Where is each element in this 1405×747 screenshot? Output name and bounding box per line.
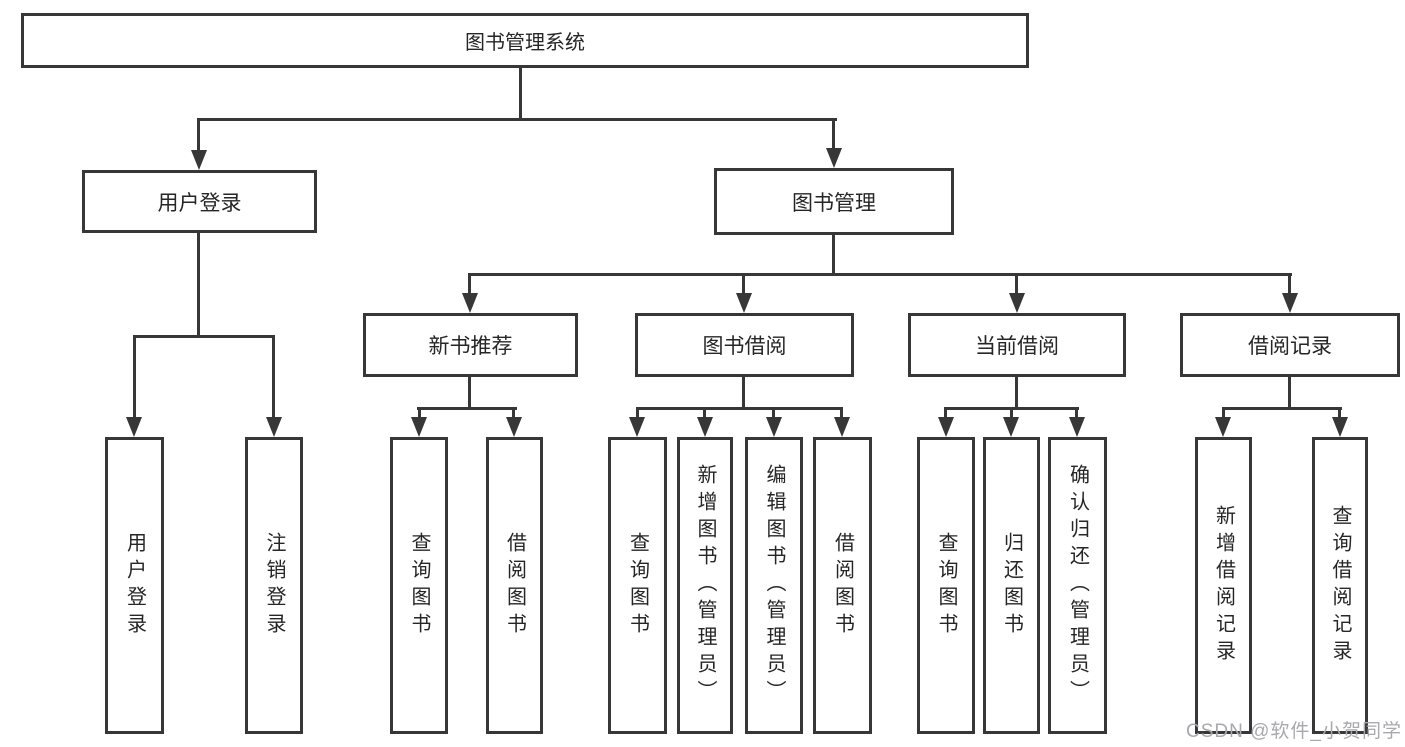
leaf-br-query-record: 查询借阅记录 — [1312, 437, 1368, 734]
connector-line — [944, 407, 947, 419]
connector-line — [840, 407, 843, 419]
node-borrow-records: 借阅记录 — [1180, 313, 1400, 377]
arrow-down-icon — [266, 417, 282, 437]
arrow-down-icon — [826, 148, 842, 168]
connector-line — [1222, 407, 1225, 419]
leaf-bb-query-book: 查询图书 — [608, 437, 667, 734]
node-user-login: 用户登录 — [82, 170, 317, 233]
arrow-down-icon — [697, 417, 713, 437]
connector-line — [468, 273, 1292, 276]
connector-line — [772, 407, 775, 419]
connector-line — [133, 335, 275, 338]
connector-line — [832, 118, 835, 149]
connector-line — [742, 376, 745, 410]
leaf-cb-confirm-return-admin: 确认归还（管理员） — [1048, 437, 1107, 734]
node-book-borrow: 图书借阅 — [635, 313, 854, 377]
leaf-bb-edit-book-admin: 编辑图书（管理员） — [745, 437, 803, 734]
connector-line — [703, 407, 706, 419]
connector-line — [636, 407, 843, 410]
arrow-down-icon — [938, 417, 954, 437]
arrow-down-icon — [629, 417, 645, 437]
arrow-down-icon — [1332, 417, 1348, 437]
connector-line — [133, 335, 136, 418]
connector-line — [468, 273, 471, 294]
connector-line — [1222, 407, 1342, 410]
connector-line — [197, 118, 200, 151]
connector-line — [272, 335, 275, 418]
leaf-cb-return-book: 归还图书 — [983, 437, 1040, 734]
connector-line — [1075, 407, 1078, 419]
connector-line — [197, 232, 200, 336]
node-book-management: 图书管理 — [714, 168, 954, 235]
leaf-nbr-borrow-book: 借阅图书 — [486, 437, 543, 734]
node-new-book-recommend: 新书推荐 — [363, 313, 578, 377]
arrow-down-icon — [834, 417, 850, 437]
arrow-down-icon — [736, 293, 752, 313]
arrow-down-icon — [1282, 293, 1298, 313]
connector-line — [197, 118, 837, 121]
connector-line — [468, 376, 471, 410]
arrow-down-icon — [462, 293, 478, 313]
leaf-bb-add-book-admin: 新增图书（管理员） — [677, 437, 733, 734]
connector-line — [1010, 407, 1013, 419]
connector-line — [418, 407, 421, 419]
arrow-down-icon — [411, 417, 427, 437]
leaf-cb-query-book: 查询图书 — [917, 437, 975, 734]
leaf-bb-borrow-book: 借阅图书 — [813, 437, 872, 734]
node-library-system: 图书管理系统 — [21, 13, 1029, 68]
arrow-down-icon — [1003, 417, 1019, 437]
arrow-down-icon — [126, 417, 142, 437]
leaf-br-add-record: 新增借阅记录 — [1195, 437, 1252, 734]
arrow-down-icon — [1009, 293, 1025, 313]
leaf-nbr-query-book: 查询图书 — [390, 437, 448, 734]
connector-line — [742, 273, 745, 294]
arrow-down-icon — [1215, 417, 1231, 437]
connector-line — [519, 67, 522, 118]
connector-line — [832, 234, 835, 275]
leaf-user-login: 用户登录 — [105, 437, 164, 734]
connector-line — [1015, 376, 1018, 410]
connector-line — [1288, 376, 1291, 410]
node-current-borrow: 当前借阅 — [908, 313, 1126, 377]
leaf-logout-login: 注销登录 — [245, 437, 303, 734]
connector-line — [1015, 273, 1018, 294]
arrow-down-icon — [1069, 417, 1085, 437]
arrow-down-icon — [506, 417, 522, 437]
arrow-down-icon — [191, 150, 207, 170]
connector-line — [1288, 273, 1291, 294]
connector-line — [636, 407, 639, 419]
connector-line — [1338, 407, 1341, 419]
arrow-down-icon — [766, 417, 782, 437]
csdn-watermark: CSDN @软件_小贺同学 — [1186, 721, 1402, 742]
connector-line — [512, 407, 515, 419]
connector-line — [417, 407, 517, 410]
